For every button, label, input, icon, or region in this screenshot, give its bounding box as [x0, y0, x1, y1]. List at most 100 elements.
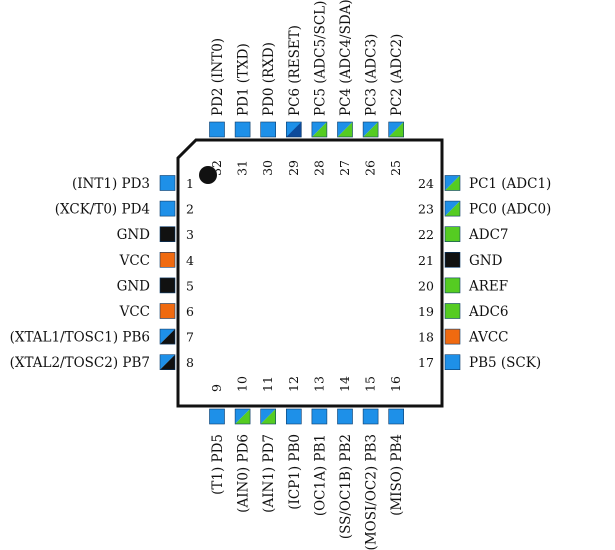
pin-9-pad	[209, 408, 225, 425]
pin-16: 16 (MISO) PB4	[388, 376, 405, 516]
pin-28-pad	[311, 121, 328, 138]
pin-2-pad	[159, 200, 176, 217]
pin-30-pad	[260, 121, 277, 138]
pin-number: 31	[235, 160, 250, 176]
pin-17: PB5 (SCK)17	[418, 354, 541, 371]
pin-number: 17	[418, 355, 434, 370]
pin-6-pad	[159, 303, 176, 319]
pin-label: VCC	[119, 304, 150, 320]
pin-label: PC2 (ADC2)	[389, 34, 405, 116]
pin-label: VCC	[119, 253, 150, 269]
pin-19-pad	[444, 303, 461, 319]
pin-6: VCC 6	[119, 303, 194, 320]
pin-number: 29	[286, 160, 301, 176]
pin-label: PD1 (TXD)	[236, 43, 252, 116]
pin-16-pad	[388, 408, 405, 425]
pin-label: AREF	[468, 278, 508, 294]
pin-number: 9	[209, 384, 224, 392]
pin-label: (AIN1) PD7	[261, 434, 277, 513]
pin-5: GND 5	[117, 277, 194, 294]
pin-label: GND	[469, 253, 503, 269]
pin-label: AVCC	[468, 330, 509, 346]
pin-label: (INT1) PD3	[72, 176, 150, 192]
pin-number: 7	[186, 330, 194, 345]
pin-31: 31 PD1 (TXD)	[235, 43, 252, 176]
pin-29-pad	[285, 121, 302, 138]
pin-4-pad	[159, 252, 176, 268]
pin-number: 32	[209, 160, 224, 176]
pin-number: 13	[311, 376, 326, 392]
pin-13: 13(OC1A) PB1	[311, 376, 328, 516]
pin-number: 27	[337, 160, 352, 176]
pin-label: (SS/OC1B) PB2	[338, 434, 354, 539]
pin-label: PD0 (RXD)	[261, 42, 277, 116]
pin-number: 20	[418, 278, 434, 293]
pin-21: GND 21	[418, 252, 503, 269]
pin-label: (MISO) PB4	[389, 434, 405, 516]
pin-17-pad	[444, 354, 461, 371]
pin-label: PC3 (ADC3)	[364, 34, 380, 116]
pin-10-pad	[234, 408, 251, 425]
pin-number: 30	[260, 160, 275, 176]
pin-5-pad	[159, 277, 176, 294]
pin-label: PC6 (RESET)	[287, 25, 303, 116]
pin-label: (XTAL2/TOSC2) PB7	[10, 355, 150, 371]
pin-number: 19	[418, 304, 434, 319]
pin-number: 5	[186, 278, 194, 293]
pin-label: GND	[117, 227, 151, 243]
pin-1-pad	[159, 175, 176, 191]
pin-label: (ICP1) PB0	[287, 434, 303, 510]
pin-12: 12 (ICP1) PB0	[286, 376, 303, 510]
chip-body	[176, 138, 444, 408]
pin-number: 2	[186, 202, 194, 217]
pin-25: 25 PC2 (ADC2)	[388, 34, 405, 176]
pin-label: PC1 (ADC1)	[469, 176, 551, 192]
pin-1: (INT1) PD3 1	[72, 175, 194, 192]
pin-number: 10	[235, 376, 250, 392]
pin-number: 6	[186, 304, 194, 319]
pin-26-pad	[362, 121, 379, 138]
pin-number: 21	[418, 253, 434, 268]
pin-27-pad	[337, 121, 353, 138]
pin-18-pad	[444, 328, 461, 345]
pin-32: 32 PD2 (INT0)	[209, 38, 226, 176]
pin-label: PC0 (ADC0)	[469, 202, 551, 218]
pin-24-pad	[444, 175, 461, 191]
pin-number: 14	[337, 376, 352, 392]
pin-number: 1	[186, 176, 194, 191]
pin-label: PC4 (ADC4/SDA)	[338, 0, 354, 116]
pin-12-pad	[285, 408, 302, 425]
pin-number: 25	[388, 160, 403, 176]
pin-label: (XCK/T0) PD4	[55, 202, 150, 218]
pin-30: 30 PD0 (RXD)	[260, 42, 277, 176]
pin-14-pad	[337, 408, 353, 425]
pin-32-pad	[209, 121, 225, 138]
pin-8-pad	[159, 354, 176, 371]
pin-number: 23	[418, 202, 434, 217]
pin-11-pad	[260, 408, 277, 425]
pin-label: ADC7	[468, 227, 509, 243]
pin-label: (T1) PD5	[210, 434, 226, 495]
pin-2: (XCK/T0) PD4 2	[55, 200, 194, 218]
pin-number: 18	[418, 330, 434, 345]
pin-number: 11	[260, 376, 275, 392]
pin-19: ADC6 19	[418, 303, 509, 320]
pin-number: 12	[286, 376, 301, 392]
pin-label: ADC6	[468, 304, 509, 320]
pin-label: GND	[117, 278, 151, 294]
pin-25-pad	[388, 121, 405, 138]
pin-number: 16	[388, 376, 403, 392]
pin-21-pad	[444, 252, 461, 268]
pin-22-pad	[444, 226, 461, 242]
pin-18: AVCC 18	[418, 328, 509, 346]
pin-label: PD2 (INT0)	[210, 38, 226, 116]
pin-7-pad	[159, 328, 176, 345]
pin-13-pad	[311, 408, 328, 425]
